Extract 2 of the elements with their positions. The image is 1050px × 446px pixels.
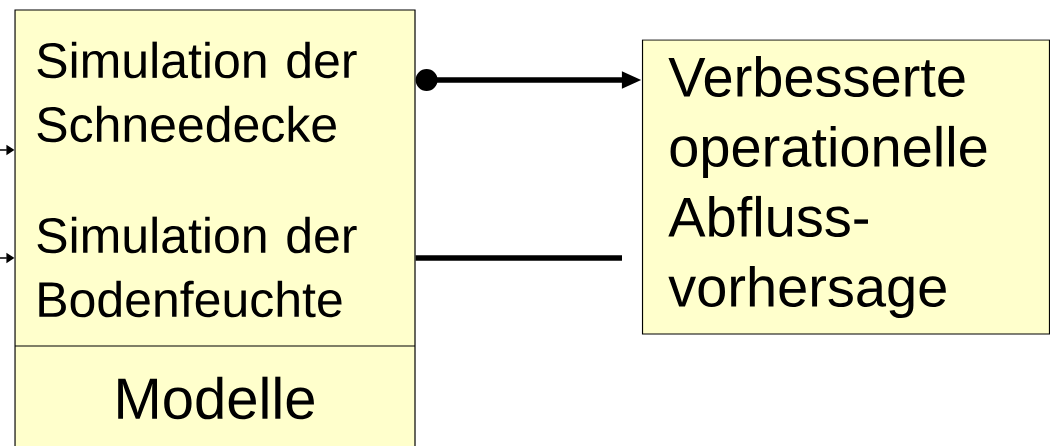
- result-box: Verbesserte operationelle Abfluss- vorhersage: [641, 39, 1050, 335]
- model-box: Simulation der Schneedecke Simulation der Bodenfeuchte Modelle: [14, 9, 416, 446]
